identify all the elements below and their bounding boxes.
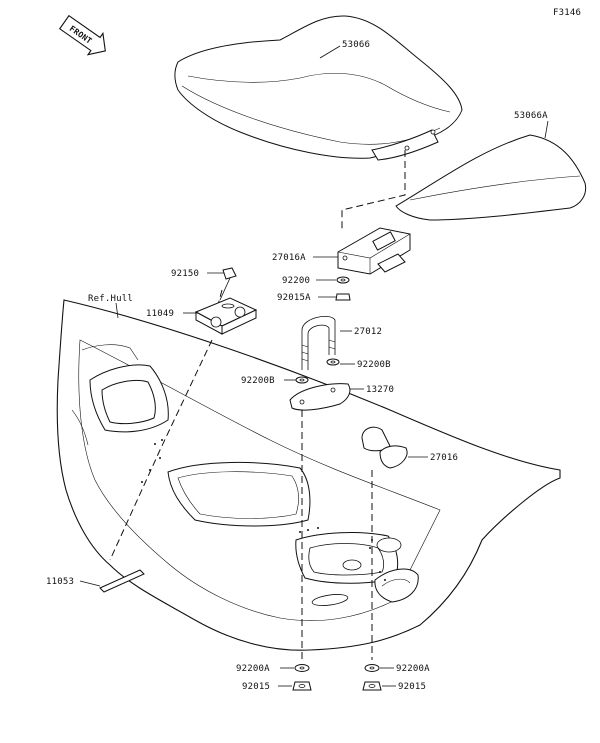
label-27016A: 27016A [272,253,306,263]
hull-reference [56,299,561,651]
label-53066A: 53066A [514,111,548,121]
label-92015-right: 92015 [398,682,426,692]
washer-92200A-left [294,664,310,672]
label-92200: 92200 [282,276,310,286]
washer-92200 [336,276,350,284]
label-13270: 13270 [366,385,394,395]
label-92200B-left: 92200B [241,376,275,386]
washer-92200A-right [364,664,380,672]
seat-rear [395,134,587,221]
latch-assembly [337,227,411,275]
label-92200A-left: 92200A [236,664,270,674]
ref-hull-label: Ref.Hull [88,294,133,304]
label-92200B-right: 92200B [357,360,391,370]
front-arrow-icon: FRONT [58,14,106,56]
label-92150: 92150 [171,269,199,279]
figure-code: F3146 [553,8,581,18]
label-92200A-right: 92200A [396,664,430,674]
seat-front [174,15,463,161]
plate-13270 [289,383,351,411]
nut-92015-right [362,681,382,691]
u-bolt-27012 [301,316,336,370]
label-92015-left: 92015 [242,682,270,692]
label-53066: 53066 [342,40,370,50]
nut-92015A [335,293,351,301]
hook-27016 [361,426,408,469]
bolt-92150 [219,267,237,301]
label-11049: 11049 [146,309,174,319]
label-11053: 11053 [46,577,74,587]
washer-92200B-left [295,376,309,384]
label-27012: 27012 [354,327,382,337]
strap-11053 [99,569,145,593]
washer-92200B-right [326,358,340,366]
label-27016: 27016 [430,453,458,463]
bracket-11049 [194,297,258,335]
nut-92015-left [292,681,312,691]
label-92015A: 92015A [277,293,311,303]
